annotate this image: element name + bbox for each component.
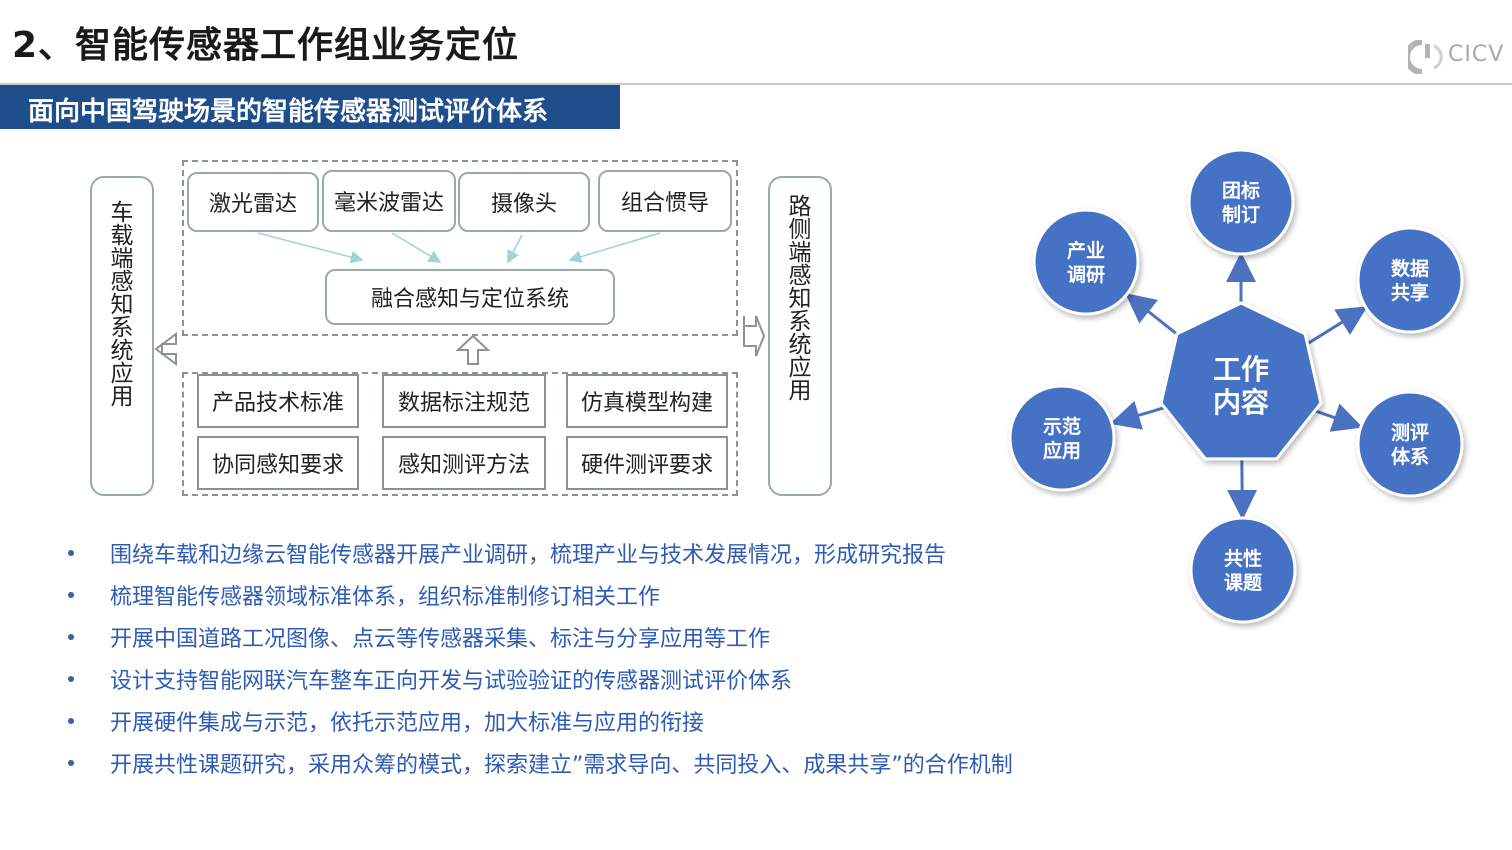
standards-group-dashed xyxy=(182,372,738,496)
vehicle-side-label: 车载端感知系统应用 xyxy=(110,200,134,410)
bullet-dot xyxy=(68,718,74,724)
node-industry-research-label-line1: 产业 xyxy=(1067,239,1105,262)
page-title: 2、智能传感器工作组业务定位 xyxy=(12,25,520,66)
node-common-topics-label-line1: 共性 xyxy=(1224,547,1262,570)
node-common-topics-label-line2: 课题 xyxy=(1224,572,1262,594)
node-data-sharing-arrow xyxy=(1299,306,1368,350)
node-common-topics-circle xyxy=(1189,516,1297,624)
node-data-sharing-label-line1: 数据 xyxy=(1391,257,1429,280)
left-hollow-arrow xyxy=(154,332,177,366)
right-hollow-arrow xyxy=(743,315,766,357)
cicv-logo: CICV xyxy=(1404,39,1508,75)
std-coop-perception: 协同感知要求 xyxy=(197,436,359,490)
cicv-logo-icon xyxy=(1404,39,1443,75)
std-data-annotation: 数据标注规范 xyxy=(382,374,546,428)
bullet-dot xyxy=(68,676,74,682)
node-industry-research-label-line2: 调研 xyxy=(1067,264,1105,286)
node-standards-label-line1: 团标 xyxy=(1222,180,1260,202)
list-item: 梳理智能传感器领域标准体系，组织标准制修订相关工作 xyxy=(62,574,1112,616)
up-hollow-arrow xyxy=(455,334,491,365)
node-standards-label-line2: 制订 xyxy=(1222,203,1260,226)
bullet-dot xyxy=(68,592,74,598)
bullet-dot xyxy=(68,634,74,640)
list-item: 围绕车载和边缘云智能传感器开展产业调研，梳理产业与技术发展情况，形成研究报告 xyxy=(62,532,1112,574)
bullet-list: 围绕车载和边缘云智能传感器开展产业调研，梳理产业与技术发展情况，形成研究报告 梳… xyxy=(62,532,1112,784)
sensor-lidar: 激光雷达 xyxy=(187,172,319,232)
work-content-center xyxy=(1159,301,1323,461)
node-demo-app-label-line1: 示范 xyxy=(1043,415,1081,438)
list-item: 开展共性课题研究，采用众筹的模式，探索建立”需求导向、共同投入、成果共享”的合作… xyxy=(62,742,1112,784)
std-product-tech: 产品技术标准 xyxy=(197,374,359,428)
node-industry-research-circle xyxy=(1032,208,1140,316)
std-sim-model: 仿真模型构建 xyxy=(566,374,728,428)
sensor-camera: 摄像头 xyxy=(458,172,590,232)
node-industry-research: 产业调研 xyxy=(1032,208,1140,316)
node-common-topics: 共性课题 xyxy=(1189,516,1297,624)
header-divider xyxy=(0,83,1512,85)
section-banner: 面向中国驾驶场景的智能传感器测试评价体系 xyxy=(0,85,620,129)
roadside-panel: 路侧端感知系统应用 xyxy=(768,176,832,496)
banner-text: 面向中国驾驶场景的智能传感器测试评价体系 xyxy=(28,97,549,127)
node-eval-system-circle xyxy=(1356,390,1464,498)
node-standards-circle xyxy=(1187,148,1295,256)
node-data-sharing-circle xyxy=(1356,226,1464,334)
fusion-system: 融合感知与定位系统 xyxy=(325,269,615,325)
node-eval-system-label-line2: 体系 xyxy=(1391,445,1429,468)
sensor-ins: 组合惯导 xyxy=(598,170,732,232)
sensor-mmwave-radar: 毫米波雷达 xyxy=(322,170,456,232)
node-data-sharing-label-line2: 共享 xyxy=(1391,281,1429,304)
list-item: 开展中国道路工况图像、点云等传感器采集、标注与分享应用等工作 xyxy=(62,616,1112,658)
bullet-dot xyxy=(68,760,74,766)
node-demo-app-label-line2: 应用 xyxy=(1043,439,1081,462)
logo-text: CICV xyxy=(1448,42,1505,67)
roadside-label: 路侧端感知系统应用 xyxy=(788,194,812,404)
std-hardware-eval: 硬件测评要求 xyxy=(566,436,728,490)
node-demo-app-circle xyxy=(1008,384,1116,492)
node-demo-app: 示范应用 xyxy=(1008,384,1116,492)
center-label-line1: 工作 xyxy=(1213,353,1269,386)
list-item: 设计支持智能网联汽车整车正向开发与试验验证的传感器测试评价体系 xyxy=(62,658,1112,700)
std-perception-eval: 感知测评方法 xyxy=(382,436,546,490)
node-eval-system-label-line1: 测评 xyxy=(1391,422,1429,444)
vehicle-side-panel: 车载端感知系统应用 xyxy=(90,176,154,496)
center-label-line2: 内容 xyxy=(1213,386,1269,419)
node-common-topics-arrow xyxy=(1227,454,1258,521)
list-item: 开展硬件集成与示范，依托示范应用，加大标准与应用的衔接 xyxy=(62,700,1112,742)
bullet-dot xyxy=(68,550,74,556)
